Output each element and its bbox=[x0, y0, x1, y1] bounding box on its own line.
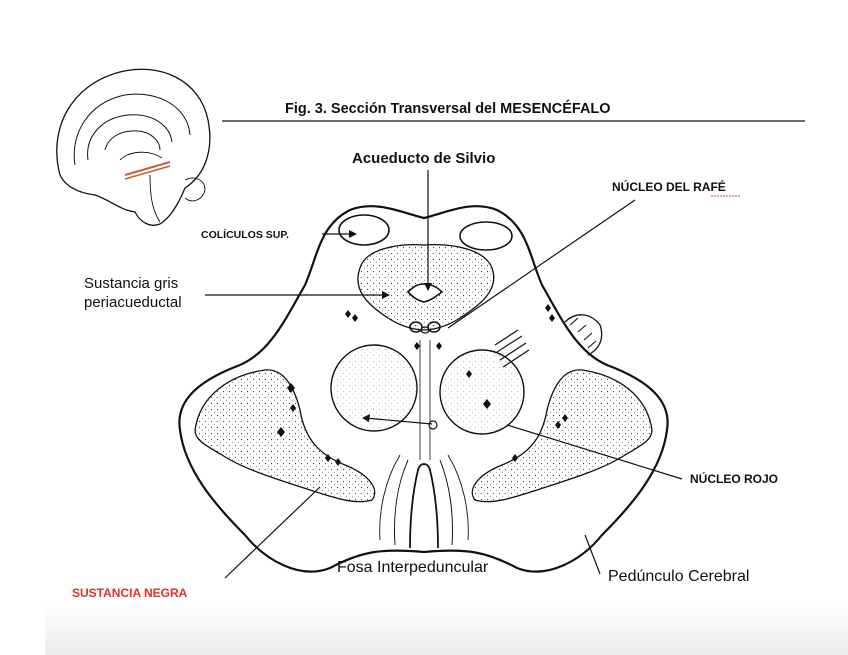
nucleo-rojo-leader bbox=[506, 424, 683, 480]
red-nucleus-right bbox=[439, 349, 525, 435]
pedunculo-leader bbox=[584, 534, 601, 575]
midbrain-section bbox=[178, 205, 669, 573]
rafe-leader bbox=[447, 199, 636, 329]
label-coliculos: COLÍCULOS SUP. bbox=[201, 228, 289, 241]
sustancia-negra-leader bbox=[224, 486, 321, 579]
colliculus-right bbox=[459, 221, 513, 251]
bottom-shade bbox=[45, 603, 848, 655]
section-marker bbox=[124, 161, 171, 176]
label-pedunculo: Pedúnculo Cerebral bbox=[608, 568, 749, 585]
label-sustancia-negra: SUSTANCIA NEGRA bbox=[72, 586, 188, 600]
label-acueducto: Acueducto de Silvio bbox=[352, 150, 495, 167]
label-nucleo-rojo: NÚCLEO ROJO bbox=[690, 471, 778, 486]
substantia-nigra-right bbox=[471, 369, 653, 503]
red-nucleus-left bbox=[330, 344, 418, 432]
colliculus-left bbox=[338, 214, 390, 246]
label-sustancia-gris-1: Sustancia gris bbox=[84, 275, 178, 292]
brain-sagittal-thumbnail bbox=[56, 68, 211, 226]
leader-lines bbox=[205, 170, 683, 579]
figure-title: Fig. 3. Sección Transversal del MESENCÉF… bbox=[285, 100, 611, 117]
label-fosa: Fosa Interpeduncular bbox=[337, 559, 489, 576]
label-nucleo-rafe: NÚCLEO DEL RAFÉ bbox=[612, 179, 726, 194]
label-sustancia-gris-2: periacueductal bbox=[84, 294, 182, 311]
substantia-nigra-left bbox=[194, 369, 376, 503]
aqueduct bbox=[406, 283, 444, 303]
